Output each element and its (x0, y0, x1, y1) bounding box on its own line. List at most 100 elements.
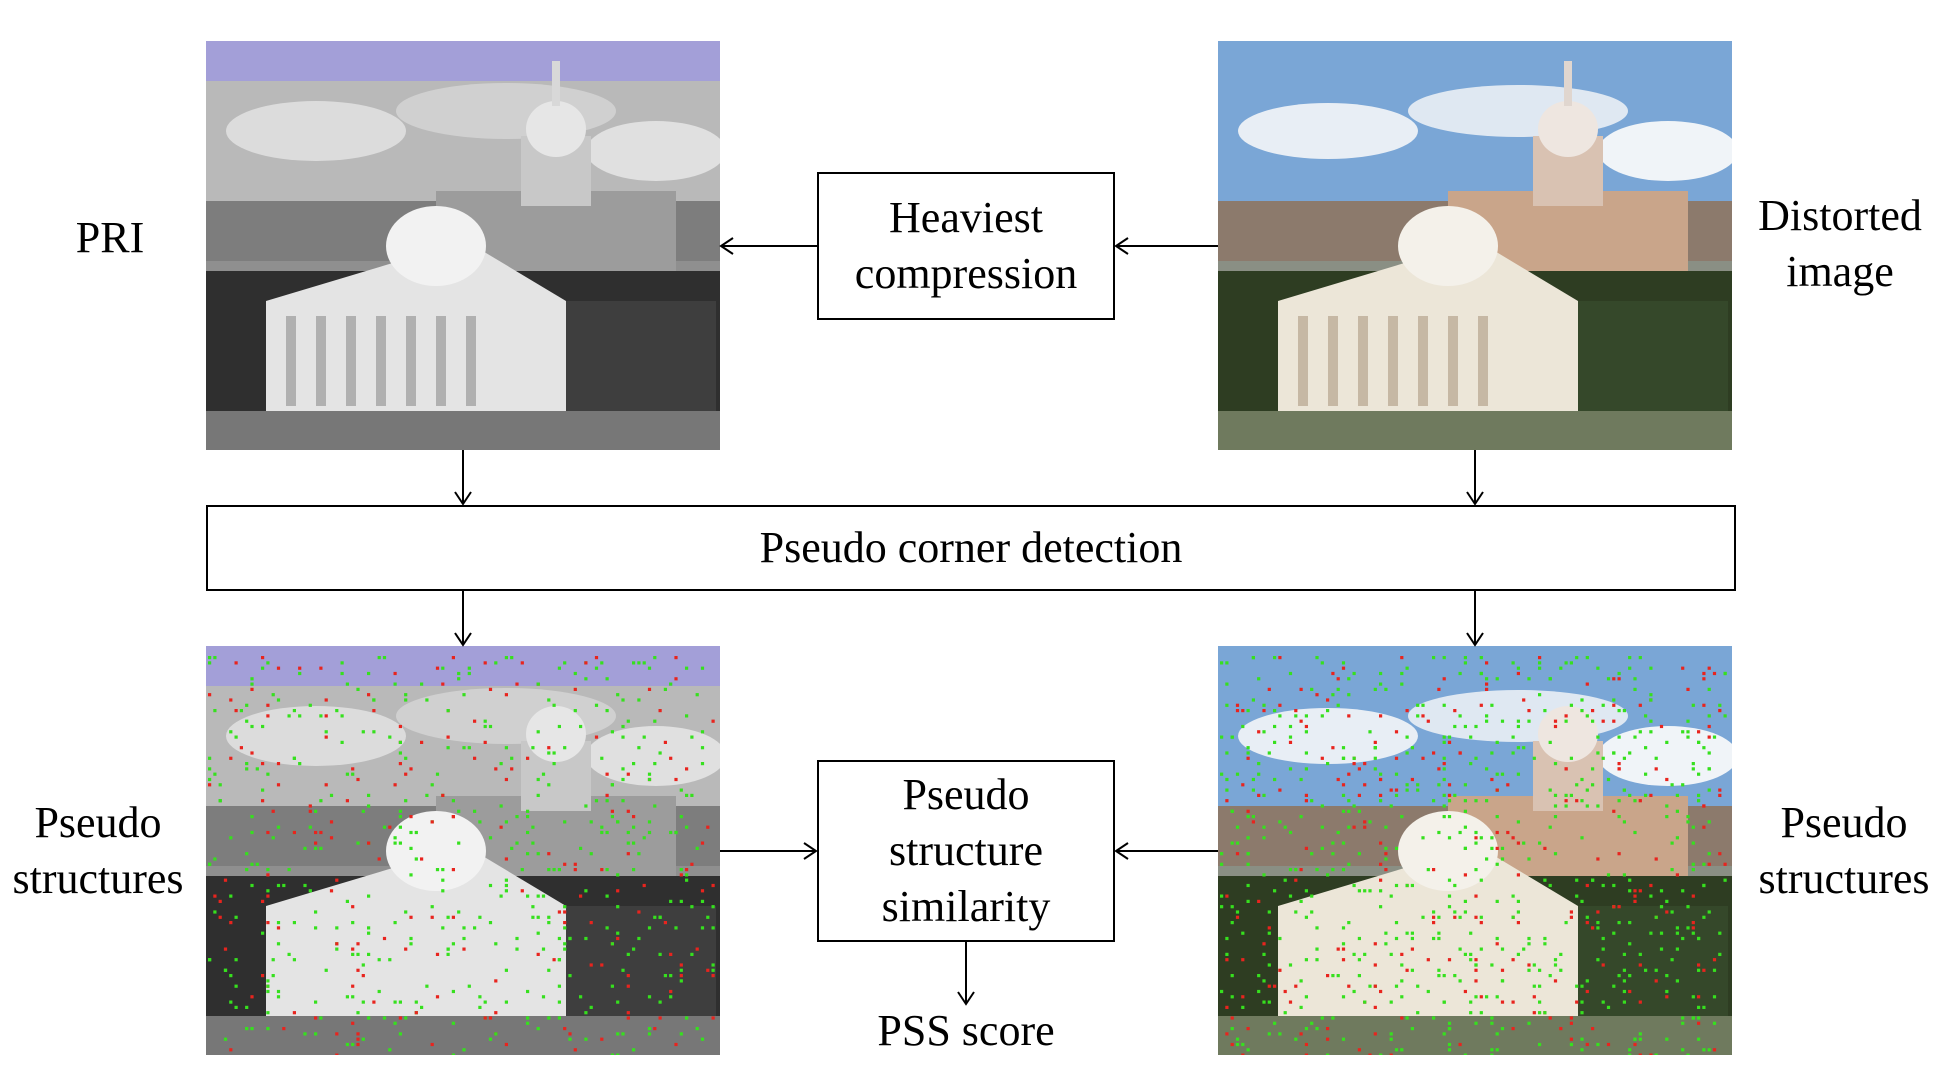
corner-dot (605, 894, 609, 898)
corner-dot (1569, 910, 1573, 914)
corner-dot (557, 724, 561, 729)
corner-dot (1230, 974, 1234, 978)
corner-dot (1479, 836, 1483, 840)
corner-dot (1373, 687, 1377, 691)
corner-dot (621, 724, 625, 729)
corner-dot (557, 958, 561, 962)
corner-dot (1463, 846, 1467, 850)
corner-dot (1522, 746, 1526, 750)
corner-dot (1453, 974, 1457, 978)
corner-dot (653, 915, 657, 919)
corner-dot (1447, 1048, 1452, 1052)
corner-dot (425, 793, 429, 797)
corner-dot (573, 687, 577, 691)
corner-dot (1702, 746, 1706, 750)
corner-dot (1394, 730, 1399, 734)
corner-dot (1516, 921, 1520, 925)
corner-dot (1479, 947, 1483, 951)
corner-dot (557, 666, 561, 670)
corner-dot (1585, 682, 1589, 686)
corner-dot (266, 703, 270, 707)
corner-dot (563, 926, 567, 930)
corner-dot (1304, 751, 1308, 755)
corner-dot (367, 671, 371, 676)
corner-dot (1527, 1021, 1531, 1025)
corner-dot (1437, 767, 1441, 771)
corner-dot (653, 804, 657, 808)
corner-dot (1299, 1005, 1303, 1009)
corner-dot (1458, 915, 1462, 919)
corner-dot (218, 799, 222, 803)
distorted-pseudo-structures-image (1218, 646, 1732, 1055)
corner-dot (1659, 889, 1664, 893)
corner-dot (420, 740, 424, 744)
corner-dot (547, 783, 551, 787)
corner-dot (1697, 772, 1701, 776)
corner-dot (1230, 1016, 1234, 1020)
corner-dot (467, 666, 471, 670)
corner-dot (706, 968, 710, 972)
corner-dot (1230, 1027, 1234, 1031)
corner-dot (1288, 868, 1293, 872)
corner-dot (1379, 878, 1383, 882)
corner-dot (1341, 995, 1346, 999)
corner-dot (324, 735, 328, 739)
corner-dot (314, 1000, 318, 1004)
corner-dot (1220, 989, 1224, 994)
corner-dot (345, 899, 349, 903)
corner-dot (600, 661, 604, 665)
corner-dot (1511, 915, 1515, 919)
corner-dot (1490, 1048, 1494, 1052)
corner-dot (1320, 756, 1324, 760)
corner-dot (626, 852, 630, 856)
corner-dot (1447, 1042, 1452, 1047)
corner-dot (335, 1032, 339, 1036)
corner-dot (1288, 830, 1293, 835)
corner-dot (621, 767, 625, 771)
corner-dot (1596, 910, 1600, 914)
corner-dot (669, 989, 673, 994)
corner-dot (1691, 921, 1695, 925)
corner-dot (658, 751, 662, 755)
corner-dot (1246, 809, 1250, 813)
corner-dot (1495, 1032, 1499, 1036)
corner-dot (1617, 921, 1621, 925)
corner-dot (711, 883, 715, 888)
corner-dot (483, 661, 487, 665)
corner-dot (1384, 846, 1388, 850)
corner-dot (1628, 1048, 1632, 1052)
corner-dot (669, 899, 673, 903)
corner-dot (435, 952, 440, 956)
corner-dot (1336, 777, 1340, 782)
corner-dot (356, 942, 360, 946)
corner-dot (616, 889, 620, 893)
corner-dot (1405, 735, 1409, 739)
corner-dot (1548, 825, 1552, 829)
corner-dot (1341, 947, 1346, 951)
corner-dot (526, 809, 530, 813)
corner-dot (1283, 989, 1287, 994)
corner-dot (1580, 836, 1584, 840)
corner-dot (1569, 1021, 1573, 1025)
corner-dot (1622, 952, 1626, 956)
corner-dot (329, 820, 334, 824)
corner-dot (679, 868, 683, 872)
corner-dot (1442, 974, 1446, 978)
corner-dot (488, 921, 493, 925)
corner-dot (610, 783, 614, 787)
corner-dot (208, 958, 212, 962)
corner-dot (1410, 931, 1414, 935)
box-label-line: Heaviest (889, 193, 1043, 242)
corner-dot (1548, 974, 1552, 978)
corner-dot (711, 926, 715, 930)
corner-dot (335, 947, 339, 951)
corner-dot (1564, 921, 1568, 925)
corner-dot (351, 1021, 355, 1025)
corner-dot (266, 661, 270, 665)
corner-dot (563, 947, 567, 951)
corner-dot (1654, 915, 1658, 919)
corner-dot (1654, 968, 1658, 972)
corner-dot (1511, 735, 1515, 739)
corner-dot (1352, 762, 1356, 766)
corner-dot (1712, 1048, 1717, 1052)
